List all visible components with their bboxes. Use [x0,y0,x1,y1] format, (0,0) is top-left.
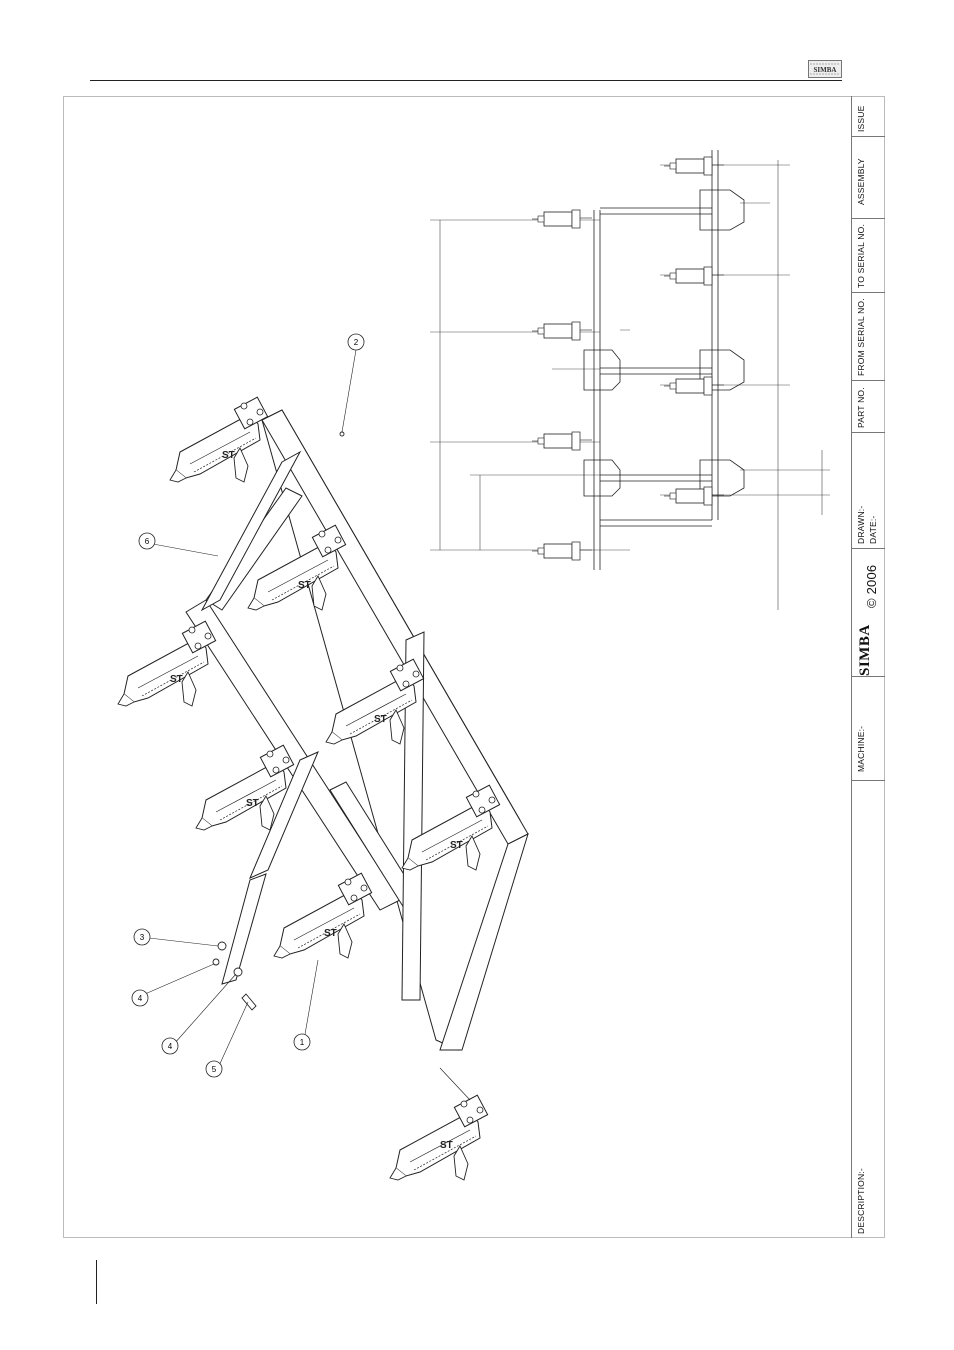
svg-text:6: 6 [145,537,150,546]
tb-sep [851,292,885,293]
leg-marking: ST [222,450,235,461]
callout-4b: 4 [162,1038,178,1054]
leg-marking: ST [450,840,463,851]
svg-text:4: 4 [138,994,143,1003]
tb-sep [851,218,885,219]
svg-text:3: 3 [140,933,145,942]
plan-view-legs [532,157,724,560]
plan-view [430,150,830,610]
callout-6: 6 [139,533,155,549]
tb-sep [851,676,885,677]
tb-sep [851,136,885,137]
leg-marking: ST [374,714,387,725]
issue-label: ISSUE [856,105,866,132]
logo-text: SIMBA [814,66,837,74]
svg-text:2: 2 [354,338,359,347]
svg-text:4: 4 [168,1042,173,1051]
date-label: DATE:- [868,516,878,544]
assembly-label: ASSEMBLY [856,158,866,205]
part-no-label: PART NO. [856,387,866,428]
tb-sep [851,548,885,549]
callout-3: 3 [134,929,150,945]
from-serial-label: FROM SERIAL NO. [856,298,866,376]
tb-sep [851,780,885,781]
title-block-divider [851,96,852,1238]
callout-4a: 4 [132,990,148,1006]
svg-text:1: 1 [300,1038,305,1047]
assembly-drawing: ST ST ST ST ST ST ST ST 2 6 3 4 [63,96,851,1238]
leg-marking: ST [298,580,311,591]
header-rule [90,80,842,81]
tb-sep [851,432,885,433]
tb-sep [851,380,885,381]
to-serial-label: TO SERIAL NO. [856,224,866,288]
simba-logo-icon: SIMBA [808,60,842,78]
machine-label: MACHINE:- [856,726,866,772]
copyright-text: © 2006 [864,565,879,608]
title-block-brand: SIMBA [857,624,874,676]
callout-5: 5 [206,1061,222,1077]
leg-marking: ST [440,1140,453,1151]
description-label: DESCRIPTION:- [856,1168,866,1234]
callout-1: 1 [294,1034,310,1050]
leg-marking: ST [170,674,183,685]
margin-rule [96,1260,97,1304]
leg-marking: ST [246,798,259,809]
leg-marking: ST [324,928,337,939]
svg-text:5: 5 [212,1065,217,1074]
callout-2: 2 [348,334,364,350]
drawn-label: DRAWN:- [856,506,866,544]
